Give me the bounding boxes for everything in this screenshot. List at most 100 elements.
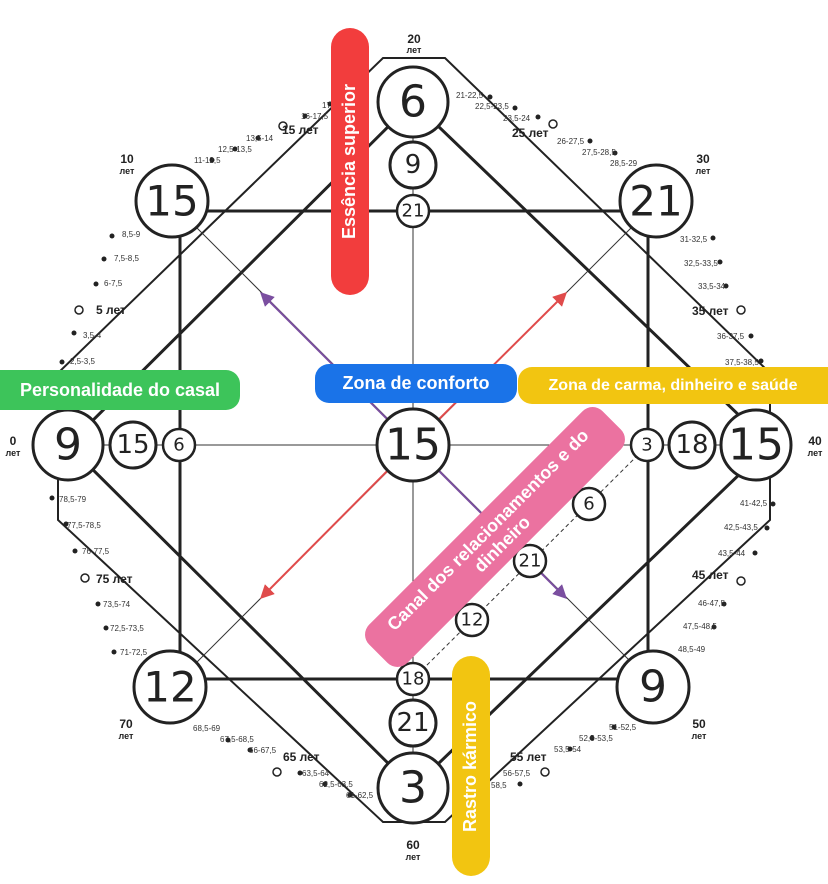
bottom-right-node: 9 <box>615 649 691 725</box>
age-10-unit: лет <box>120 166 135 176</box>
age-70-unit: лет <box>119 731 134 741</box>
top-number-2: 9 <box>405 150 422 180</box>
label-personalidade: Personalidade do casal <box>0 370 240 410</box>
small-age: 67,5-68,5 <box>220 735 254 744</box>
left-node-2: 15 <box>108 420 158 470</box>
age-30: 30 <box>696 152 710 166</box>
small-age: 43,5-44 <box>718 549 746 558</box>
small-age: 6-7,5 <box>104 279 123 288</box>
label-rastro-text: Rastro kármico <box>460 700 481 832</box>
small-age: 47,5-48,5 <box>683 622 717 631</box>
small-age: 17 <box>322 101 331 110</box>
age-40: 40 <box>808 434 822 448</box>
small-age: 77,5-78,5 <box>67 521 101 530</box>
small-age: 41-42,5 <box>740 499 768 508</box>
age-75: 75 лет <box>96 572 133 586</box>
bottom-node: 3 <box>376 751 450 825</box>
age-20: 20 <box>407 32 421 46</box>
small-age: 61-62,5 <box>346 791 374 800</box>
right-node-2: 18 <box>667 420 717 470</box>
small-age: 32,5-33,5 <box>684 259 718 268</box>
small-age: 56-57,5 <box>503 769 531 778</box>
channel-node-3: 12 <box>454 602 490 638</box>
small-age: 2,5-3,5 <box>70 357 95 366</box>
age-20-unit: лет <box>407 45 422 55</box>
bottom-number-2: 21 <box>396 708 429 738</box>
age-0: 0 <box>10 434 17 448</box>
small-age: 28,5-29 <box>610 159 638 168</box>
small-age: 36-37,5 <box>717 332 745 341</box>
age-dots <box>49 94 776 798</box>
top-right-node: 21 <box>618 163 694 239</box>
small-age: 31-32,5 <box>680 235 708 244</box>
top-right-number: 21 <box>629 177 682 226</box>
label-zona-carma: Zona de carma, dinheiro e saúde <box>518 367 828 404</box>
right-number-2: 18 <box>675 430 708 460</box>
small-age: 48,5-49 <box>678 645 706 654</box>
age-0-unit: лет <box>6 448 21 458</box>
age-50: 50 <box>692 717 706 731</box>
right-node: 15 <box>719 408 793 482</box>
channel-number-1: 6 <box>583 494 594 515</box>
channel-number-3: 12 <box>461 610 484 631</box>
small-age: 68,5-69 <box>193 724 221 733</box>
top-number: 6 <box>399 77 427 128</box>
small-age: 46-47,5 <box>698 599 726 608</box>
right-number-3: 3 <box>641 435 652 456</box>
bottom-right-number: 9 <box>639 662 667 713</box>
age-50-unit: лет <box>692 731 707 741</box>
small-age: 3,5-4 <box>83 331 102 340</box>
label-essencia-text: Essência superior <box>339 83 360 240</box>
top-node-2: 9 <box>388 140 438 190</box>
top-left-number: 15 <box>145 177 198 226</box>
bottom-left-node: 12 <box>132 649 208 725</box>
small-age: 51-52,5 <box>609 723 637 732</box>
age-35: 35 лет <box>692 304 729 318</box>
small-age: 62,5-63,5 <box>319 780 353 789</box>
label-personalidade-text: Personalidade do casal <box>19 379 221 400</box>
small-age: 16-17,5 <box>301 112 329 121</box>
top-node-3: 21 <box>395 193 431 229</box>
channel-node-2: 21 <box>512 543 548 579</box>
small-age: 52,5-53,5 <box>579 734 613 743</box>
left-number-3: 6 <box>173 435 184 456</box>
small-age: 13,5-14 <box>246 134 274 143</box>
age-55: 55 лет <box>510 750 547 764</box>
age-5: 5 лет <box>96 303 126 317</box>
small-age: 63,5-64 <box>302 769 330 778</box>
small-age: 58,5 <box>491 781 507 790</box>
label-zona-conforto: Zona de conforto <box>315 364 517 403</box>
small-age: 78,5-79 <box>59 495 87 504</box>
channel-number-2: 21 <box>519 551 542 572</box>
right-number: 15 <box>728 420 784 471</box>
age-40-unit: лет <box>808 448 823 458</box>
left-node: 9 <box>31 408 105 482</box>
channel-node-1: 6 <box>571 486 607 522</box>
small-age: 66-67,5 <box>249 746 277 755</box>
age-70: 70 <box>119 717 133 731</box>
center-node: 15 <box>375 407 451 483</box>
small-age: 26-27,5 <box>557 137 585 146</box>
right-node-3: 3 <box>629 427 665 463</box>
label-rastro-karmico: Rastro kármico <box>452 656 490 876</box>
label-carma-text: Zona de carma, dinheiro e saúde <box>548 376 798 394</box>
small-age: 22,5-23,5 <box>475 102 509 111</box>
age-10: 10 <box>120 152 134 166</box>
bottom-number-3: 18 <box>402 669 425 690</box>
small-age: 8,5-9 <box>122 230 141 239</box>
age-25: 25 лет <box>512 126 549 140</box>
age-45: 45 лет <box>692 568 729 582</box>
bottom-node-2: 21 <box>388 698 438 748</box>
small-age: 7,5-8,5 <box>114 254 139 263</box>
left-number: 9 <box>54 420 82 471</box>
small-age: 37,5-38,5 <box>725 358 759 367</box>
age-60-unit: лет <box>406 852 421 862</box>
bottom-node-3: 18 <box>395 661 431 697</box>
label-essencia-superior: Essência superior <box>331 28 369 295</box>
age-60: 60 <box>406 838 420 852</box>
small-age: 72,5-73,5 <box>110 624 144 633</box>
age-15: 15 лет <box>282 123 319 137</box>
left-node-3: 6 <box>161 427 197 463</box>
small-age: 53,5-54 <box>554 745 582 754</box>
